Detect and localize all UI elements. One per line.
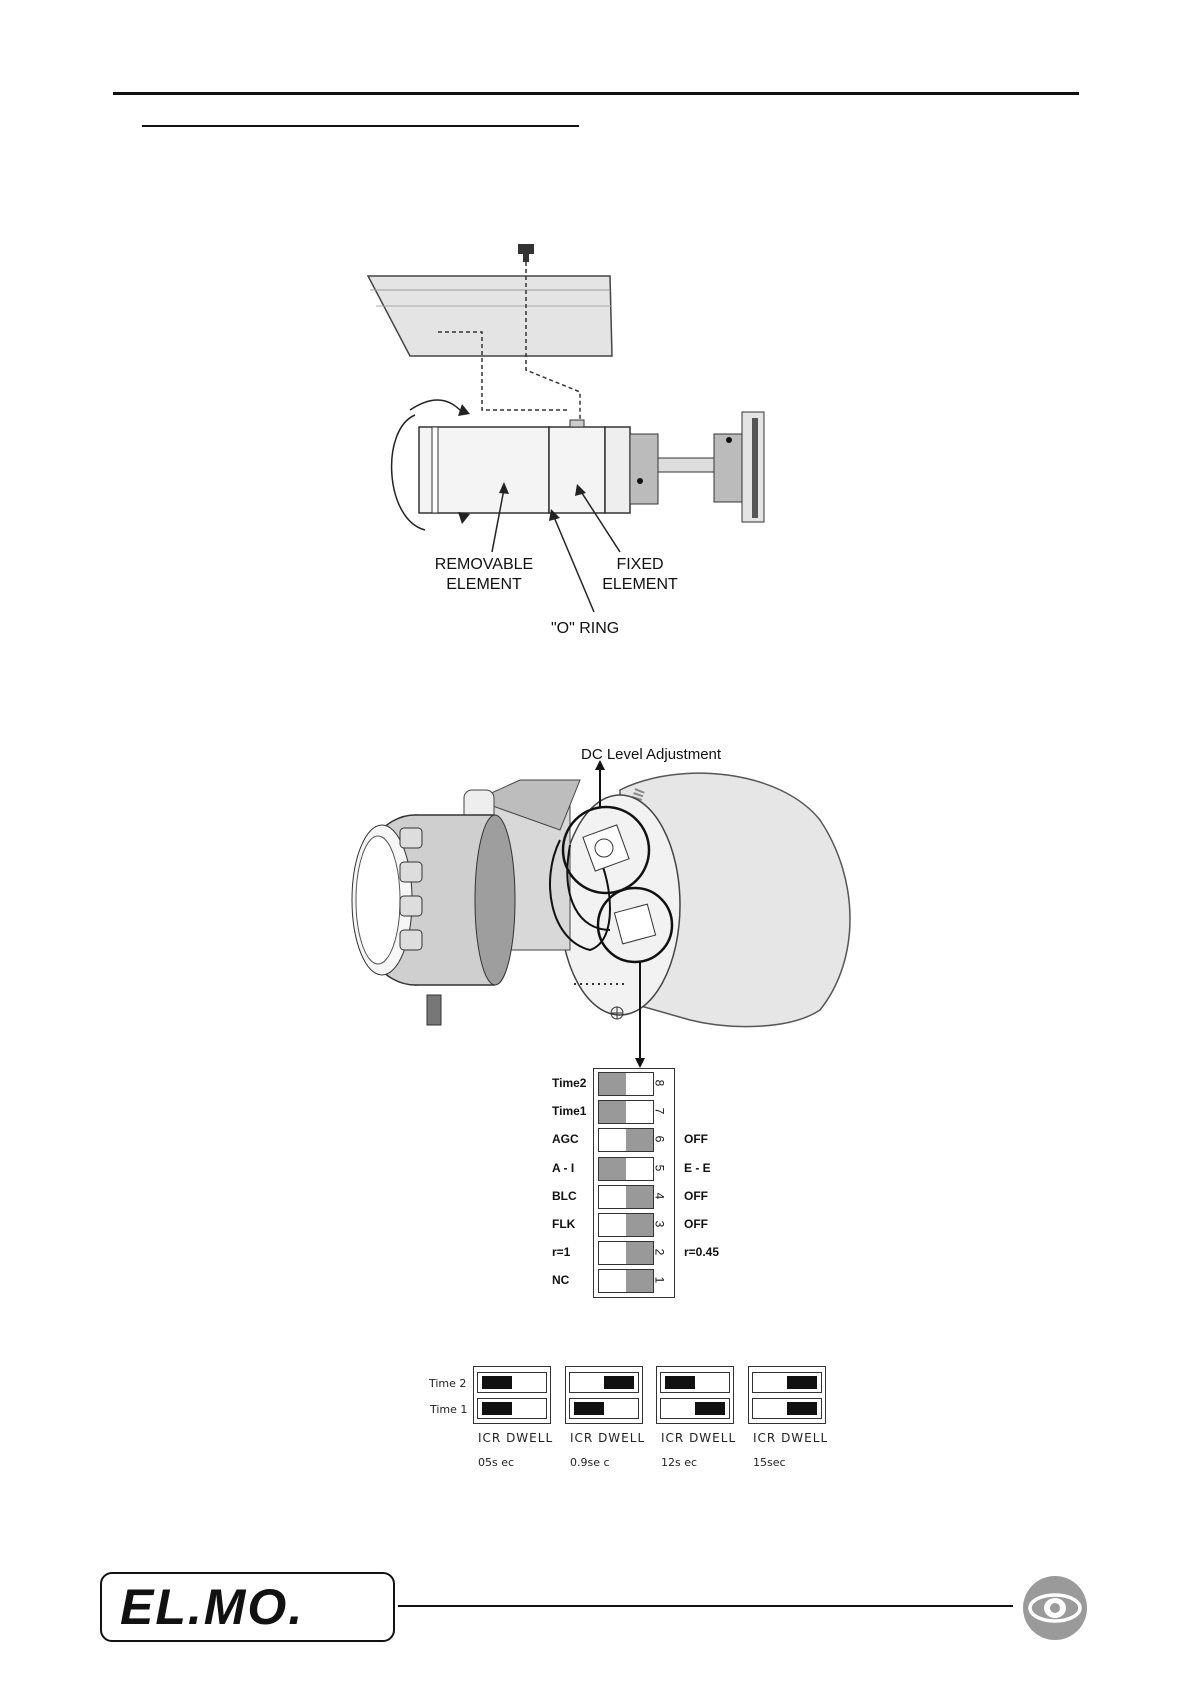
dwell-config-box — [656, 1366, 734, 1424]
dwell-config-box — [748, 1366, 826, 1424]
dwell-config-label: ICR DWELL — [753, 1431, 828, 1445]
dwell-config-label: ICR DWELL — [661, 1431, 736, 1445]
dwell-config-time: 05s ec — [478, 1456, 514, 1469]
dwell-switch-knob — [787, 1376, 817, 1389]
dip-switch-4 — [598, 1185, 654, 1209]
dip-switch-6 — [598, 1128, 654, 1152]
dip-switch-knob — [626, 1129, 653, 1151]
dip-right-label: OFF — [684, 1217, 708, 1231]
brand-logo-text: EL.MO. — [120, 1578, 304, 1636]
dip-switch-number: 6 — [652, 1136, 666, 1143]
dip-switch-8 — [598, 1072, 654, 1096]
dwell-switch-knob — [482, 1376, 512, 1389]
dwell-switch-knob — [604, 1376, 634, 1389]
dwell-switch-knob — [695, 1402, 725, 1415]
dip-right-label: OFF — [684, 1132, 708, 1146]
dwell-switch-slot — [477, 1398, 547, 1419]
dip-switch-7 — [598, 1100, 654, 1124]
dip-switch-3 — [598, 1213, 654, 1237]
dwell-config-label: ICR DWELL — [570, 1431, 645, 1445]
dip-left-label: Time1 — [552, 1104, 586, 1118]
dwell-switch-slot — [660, 1398, 730, 1419]
dip-switch-number: 4 — [652, 1192, 666, 1199]
dip-switch-knob — [626, 1214, 653, 1236]
footer-rule — [398, 1605, 1013, 1607]
dwell-switch-knob — [482, 1402, 512, 1415]
dip-switch-knob — [599, 1158, 626, 1180]
dip-left-label: r=1 — [552, 1245, 570, 1259]
dip-right-label: r=0.45 — [684, 1245, 719, 1259]
dwell-switch-slot — [569, 1372, 639, 1393]
time2-label: Time 2 — [429, 1377, 466, 1390]
dip-switch-5 — [598, 1157, 654, 1181]
dip-left-label: BLC — [552, 1189, 577, 1203]
camera-interior-diagram — [0, 0, 1191, 1080]
dwell-config-label: ICR DWELL — [478, 1431, 553, 1445]
dwell-switch-knob — [787, 1402, 817, 1415]
dip-switch-knob — [626, 1242, 653, 1264]
dip-switch-number: 2 — [652, 1249, 666, 1256]
time1-label: Time 1 — [430, 1403, 467, 1416]
dwell-switch-slot — [752, 1398, 822, 1419]
dip-left-label: NC — [552, 1273, 569, 1287]
dwell-switch-slot — [477, 1372, 547, 1393]
eye-icon — [1021, 1576, 1089, 1640]
dip-left-label: AGC — [552, 1132, 579, 1146]
dip-left-label: Time2 — [552, 1076, 586, 1090]
dwell-switch-slot — [660, 1372, 730, 1393]
dip-switch-number: 5 — [652, 1164, 666, 1171]
dwell-switch-knob — [574, 1402, 604, 1415]
dip-left-label: FLK — [552, 1217, 575, 1231]
dwell-switch-knob — [665, 1376, 695, 1389]
dip-switch-knob — [599, 1073, 626, 1095]
dip-switch-number: 3 — [652, 1221, 666, 1228]
dc-level-label: DC Level Adjustment — [581, 746, 721, 763]
dip-switch-number: 7 — [652, 1108, 666, 1115]
dwell-config-time: 12s ec — [661, 1456, 697, 1469]
dwell-switch-slot — [569, 1398, 639, 1419]
brand-logo: EL.MO. — [100, 1572, 395, 1642]
dip-switch-knob — [626, 1186, 653, 1208]
dip-switch-knob — [626, 1270, 653, 1292]
dip-switch-2 — [598, 1241, 654, 1265]
dwell-switch-slot — [752, 1372, 822, 1393]
dip-right-label: E - E — [684, 1161, 711, 1175]
dip-switch-number: 8 — [652, 1080, 666, 1087]
dwell-config-time: 15sec — [753, 1456, 786, 1469]
dip-right-label: OFF — [684, 1189, 708, 1203]
dwell-config-time: 0.9se c — [570, 1456, 610, 1469]
dwell-config-box — [473, 1366, 551, 1424]
dip-left-label: A - I — [552, 1161, 574, 1175]
dip-switch-number: 1 — [652, 1277, 666, 1284]
dip-switch-1 — [598, 1269, 654, 1293]
dwell-config-box — [565, 1366, 643, 1424]
dip-switch-knob — [599, 1101, 626, 1123]
